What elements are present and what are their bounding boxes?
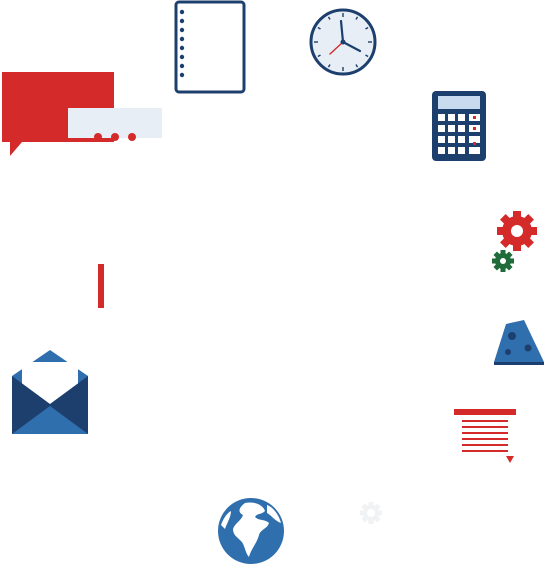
notebook-icon bbox=[174, 0, 246, 94]
cheese-icon bbox=[494, 320, 544, 365]
globe-icon bbox=[218, 498, 284, 564]
text-cursor-icon bbox=[98, 264, 104, 308]
document-list-icon bbox=[454, 409, 516, 463]
gears-icon bbox=[492, 211, 537, 272]
faint-gear-icon bbox=[360, 502, 382, 524]
calculator-icon bbox=[432, 91, 486, 161]
clock-icon bbox=[309, 8, 377, 76]
envelope-icon bbox=[12, 350, 88, 434]
chat-bubbles-icon bbox=[2, 72, 162, 156]
